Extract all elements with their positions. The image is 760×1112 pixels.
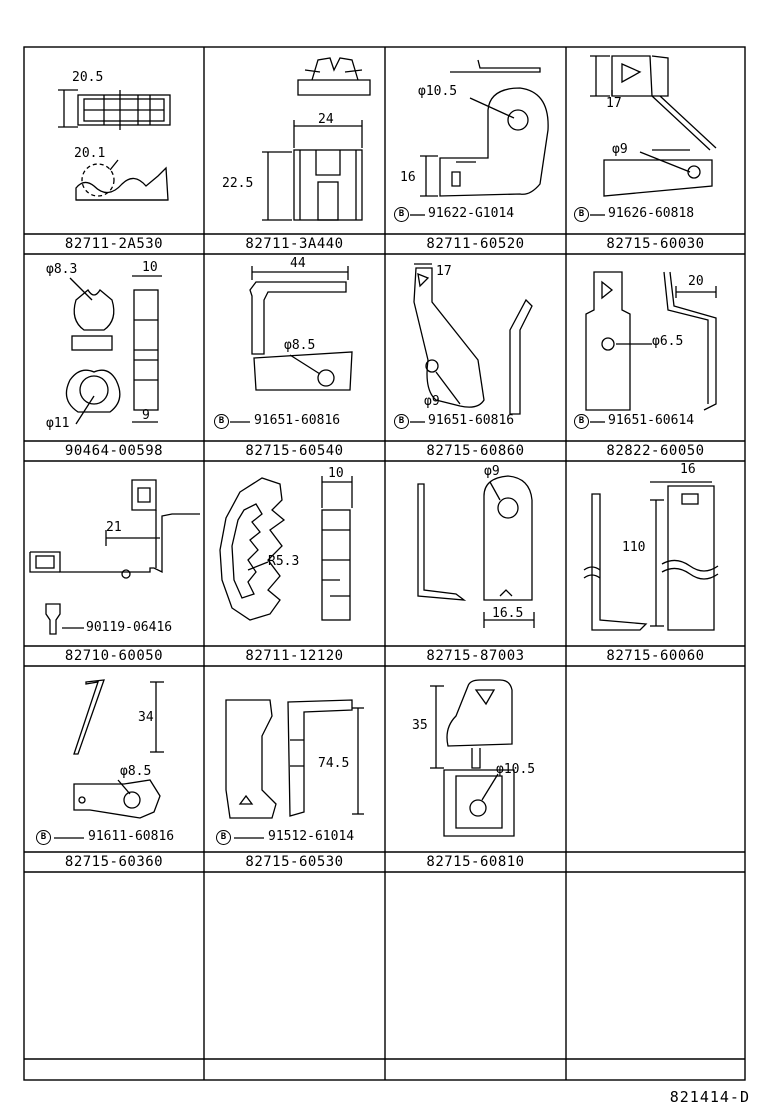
- part-number-caption: 82715-60860: [426, 443, 525, 459]
- part-number-caption: 82715-60030: [606, 236, 705, 252]
- part-number-caption: 82822-60050: [606, 443, 705, 459]
- part-number-caption: 90464-00598: [64, 443, 164, 459]
- part-drawing-82715-60810: [430, 679, 515, 837]
- dimension-label: 34: [138, 710, 154, 725]
- dimension-label: 20: [688, 274, 704, 289]
- dimension-label: 16: [400, 170, 416, 185]
- dimension-label: 10: [328, 466, 344, 481]
- dimension-label: 74.5: [318, 756, 350, 771]
- ref-badge: B: [216, 830, 231, 845]
- dimension-label: φ8.5: [120, 764, 152, 779]
- dimension-label: 22.5: [222, 176, 254, 191]
- ref-badge: B: [214, 414, 229, 429]
- part-number-caption: 82710-60050: [64, 648, 164, 664]
- dimension-label: φ9: [424, 394, 440, 409]
- part-number-caption: 82715-60530: [245, 854, 344, 870]
- part-drawing-82715-87003: [417, 475, 535, 628]
- ref-badge: B: [394, 207, 409, 222]
- part-number-caption: 82715-60360: [64, 854, 164, 870]
- part-drawing-82715-60530: [225, 699, 364, 839]
- dimension-label: 110: [622, 540, 646, 555]
- ref-part-number: 91651-60816: [428, 413, 515, 428]
- part-number-caption: 82711-12120: [245, 648, 344, 664]
- ref-part-number: 91626-60818: [608, 206, 695, 221]
- dimension-label: 16.5: [492, 606, 524, 621]
- part-drawing-82715-60360: [54, 679, 164, 839]
- ref-badge: B: [394, 414, 409, 429]
- ref-part-number: 91611-60816: [88, 829, 175, 844]
- ref-badge: B: [36, 830, 51, 845]
- part-number-caption: 82715-60540: [245, 443, 344, 459]
- dimension-label: 9: [142, 408, 150, 423]
- ref-part-number: 90119-06416: [86, 620, 173, 635]
- dimension-label: 16: [680, 462, 696, 477]
- ref-part-number: 91651-60816: [254, 413, 341, 428]
- part-drawing-82711-12120: [219, 476, 353, 621]
- dimension-label: φ8.5: [284, 338, 316, 353]
- ref-part-number: 91651-60614: [608, 413, 695, 428]
- part-drawing-90464-00598: [65, 275, 162, 425]
- part-number-caption: 82715-87003: [426, 648, 525, 664]
- dimension-label: 20.1: [74, 146, 106, 161]
- dimension-label: 44: [290, 256, 306, 271]
- part-drawing-82715-60860: [410, 263, 533, 423]
- dimension-label: 17: [606, 96, 622, 111]
- part-number-caption: 82711-60520: [426, 236, 525, 252]
- part-drawing-82711-2A530: [58, 89, 171, 201]
- dimension-label: 20.5: [72, 70, 104, 85]
- ref-badge: B: [574, 414, 589, 429]
- dimension-label: φ10.5: [418, 84, 458, 99]
- part-number-caption: 82711-2A530: [64, 236, 164, 252]
- dimension-label: φ6.5: [652, 334, 684, 349]
- part-drawing-82715-60060: [583, 481, 719, 631]
- part-drawing-82822-60050: [585, 271, 717, 423]
- ref-part-number: 91512-61014: [268, 829, 355, 844]
- dimension-label: φ11: [46, 416, 70, 431]
- part-drawing-82715-60540: [230, 266, 353, 423]
- part-number-caption: 82715-60810: [426, 854, 525, 870]
- part-drawing-82710-60050: [29, 479, 200, 635]
- dimension-label: φ8.3: [46, 262, 78, 277]
- dimension-label: 24: [318, 112, 334, 127]
- ref-badge: B: [574, 207, 589, 222]
- dimension-label: 21: [106, 520, 122, 535]
- part-drawing-82711-60520: [410, 59, 549, 216]
- part-drawing-82711-3A440: [262, 57, 371, 221]
- ref-part-number: 91622-G1014: [428, 206, 515, 221]
- dimension-label: 35: [412, 718, 428, 733]
- dimension-label: R5.3: [268, 554, 300, 569]
- dimension-label: φ9: [612, 142, 628, 157]
- dimension-label: φ9: [484, 464, 500, 479]
- dimension-label: 10: [142, 260, 158, 275]
- part-number-caption: 82715-60060: [606, 648, 705, 664]
- part-number-caption: 82711-3A440: [245, 236, 344, 252]
- dimension-label: 17: [436, 264, 452, 279]
- drawing-code: 821414-D: [669, 1088, 750, 1106]
- part-drawing-82715-60030: [590, 55, 717, 216]
- dimension-label: φ10.5: [496, 762, 536, 777]
